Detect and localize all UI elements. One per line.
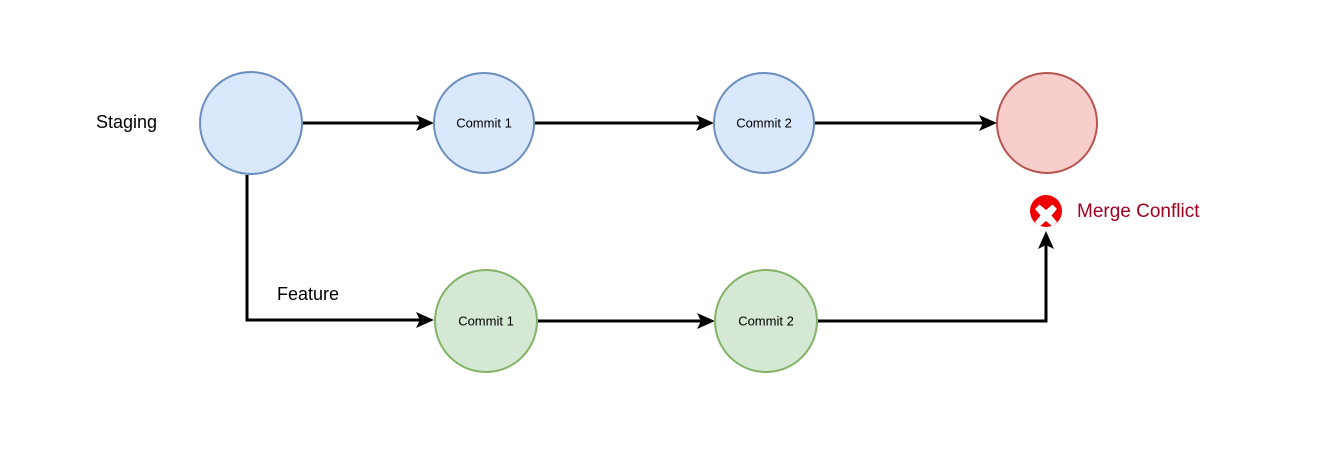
node-feature-commit-1[interactable]: Commit 1 <box>434 269 538 373</box>
edge-path <box>818 240 1048 323</box>
node-circle[interactable] <box>996 72 1098 174</box>
node-merge-target[interactable] <box>996 72 1098 174</box>
node-label: Commit 1 <box>456 115 512 130</box>
arrow-head-right <box>696 115 714 131</box>
arrow-head-up <box>1038 231 1054 249</box>
edges-group <box>245 115 1054 329</box>
node-circle[interactable] <box>433 72 535 174</box>
close-x-icon <box>1035 204 1057 227</box>
edge-staging-commit-2-to-merge <box>815 115 997 131</box>
edge-staging-root-to-commit-1 <box>303 115 434 131</box>
arrow-head-right <box>979 115 997 131</box>
arrow-head-right <box>697 313 715 329</box>
node-staging-root[interactable] <box>199 71 303 175</box>
node-feature-commit-2[interactable]: Commit 2 <box>714 269 818 373</box>
node-staging-commit-2[interactable]: Commit 2 <box>713 72 815 174</box>
edge-feature-commit-2-to-conflict <box>818 231 1054 323</box>
node-circle[interactable] <box>714 269 818 373</box>
edge-path <box>245 175 427 322</box>
node-staging-commit-1[interactable]: Commit 1 <box>433 72 535 174</box>
node-label: Commit 2 <box>738 313 794 328</box>
merge-conflict-label: Merge Conflict <box>1077 201 1200 222</box>
edge-feature-commit-1-to-commit-2 <box>538 313 715 329</box>
arrow-head-right <box>416 115 434 131</box>
node-circle[interactable] <box>713 72 815 174</box>
merge-conflict-marker[interactable]: Merge Conflict <box>1030 195 1200 227</box>
node-label: Commit 2 <box>736 115 792 130</box>
edge-staging-commit-1-to-commit-2 <box>535 115 714 131</box>
node-circle[interactable] <box>434 269 538 373</box>
nodes-group: Commit 1 Commit 2 Commit 1 Commit 2 <box>199 71 1098 373</box>
node-circle[interactable] <box>199 71 303 175</box>
edge-staging-root-to-feature-branch <box>245 175 434 328</box>
arrow-head-right <box>416 312 434 328</box>
branch-label-staging: Staging <box>96 112 157 132</box>
branch-label-feature: Feature <box>277 284 339 304</box>
node-label: Commit 1 <box>458 313 514 328</box>
branch-labels-group: Staging Feature <box>96 112 339 304</box>
